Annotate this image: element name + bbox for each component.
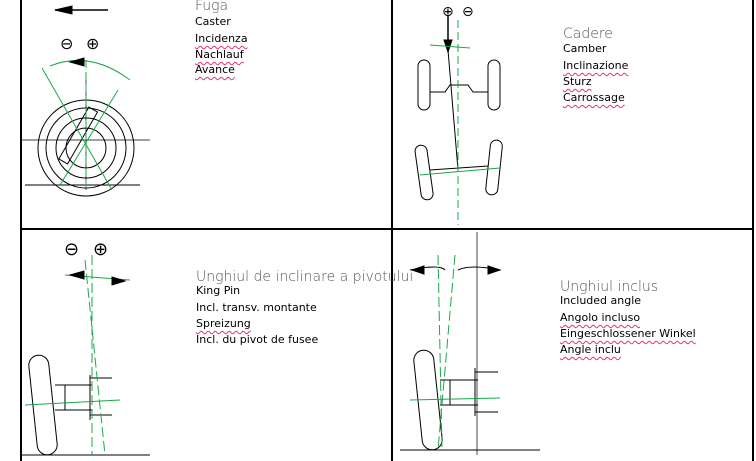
minus-sign-icon: ⊖ [60, 34, 74, 53]
camber-term: Carrossage [563, 91, 625, 104]
plus-sign-icon: ⊕ [93, 239, 109, 260]
kingpin-term: King Pin [196, 284, 241, 297]
camber-term: Inclinazione [563, 59, 629, 72]
caster-diagram [22, 5, 150, 197]
kingpin-title: Unghiul de inclinare a pivotului [196, 269, 414, 285]
camber-diagram [414, 15, 503, 225]
camber-term: Sturz [563, 75, 592, 88]
minus-sign-icon: ⊖ [462, 4, 474, 20]
kingpin-term: Incl. du pivot de fusee [196, 333, 319, 346]
caster-title: Fuga [195, 0, 229, 14]
kingpin-term: Incl. transv. montante [196, 301, 317, 314]
kingpin-diagram [22, 255, 150, 456]
caster-term: Nachlauf [195, 48, 244, 61]
plus-sign-icon: ⊕ [86, 34, 100, 53]
caster-term: Incidenza [195, 32, 248, 45]
caster-term: Caster [195, 15, 231, 28]
camber-term: Camber [563, 42, 607, 55]
included-term: Angle inclu [560, 343, 621, 356]
camber-title: Cadere [563, 26, 613, 42]
included-term: Included angle [560, 294, 642, 307]
panel-grid [20, 0, 754, 461]
caster-term: Avance [195, 63, 235, 76]
minus-sign-icon: ⊖ [64, 239, 80, 260]
included-title: Unghiul inclus [560, 279, 659, 295]
included-term: Eingeschlossener Winkel [560, 327, 696, 340]
kingpin-term: Spreizung [196, 317, 251, 330]
plus-sign-icon: ⊕ [442, 4, 454, 20]
included-term: Angolo incluso [560, 311, 641, 324]
included-angle-diagram [400, 232, 540, 455]
